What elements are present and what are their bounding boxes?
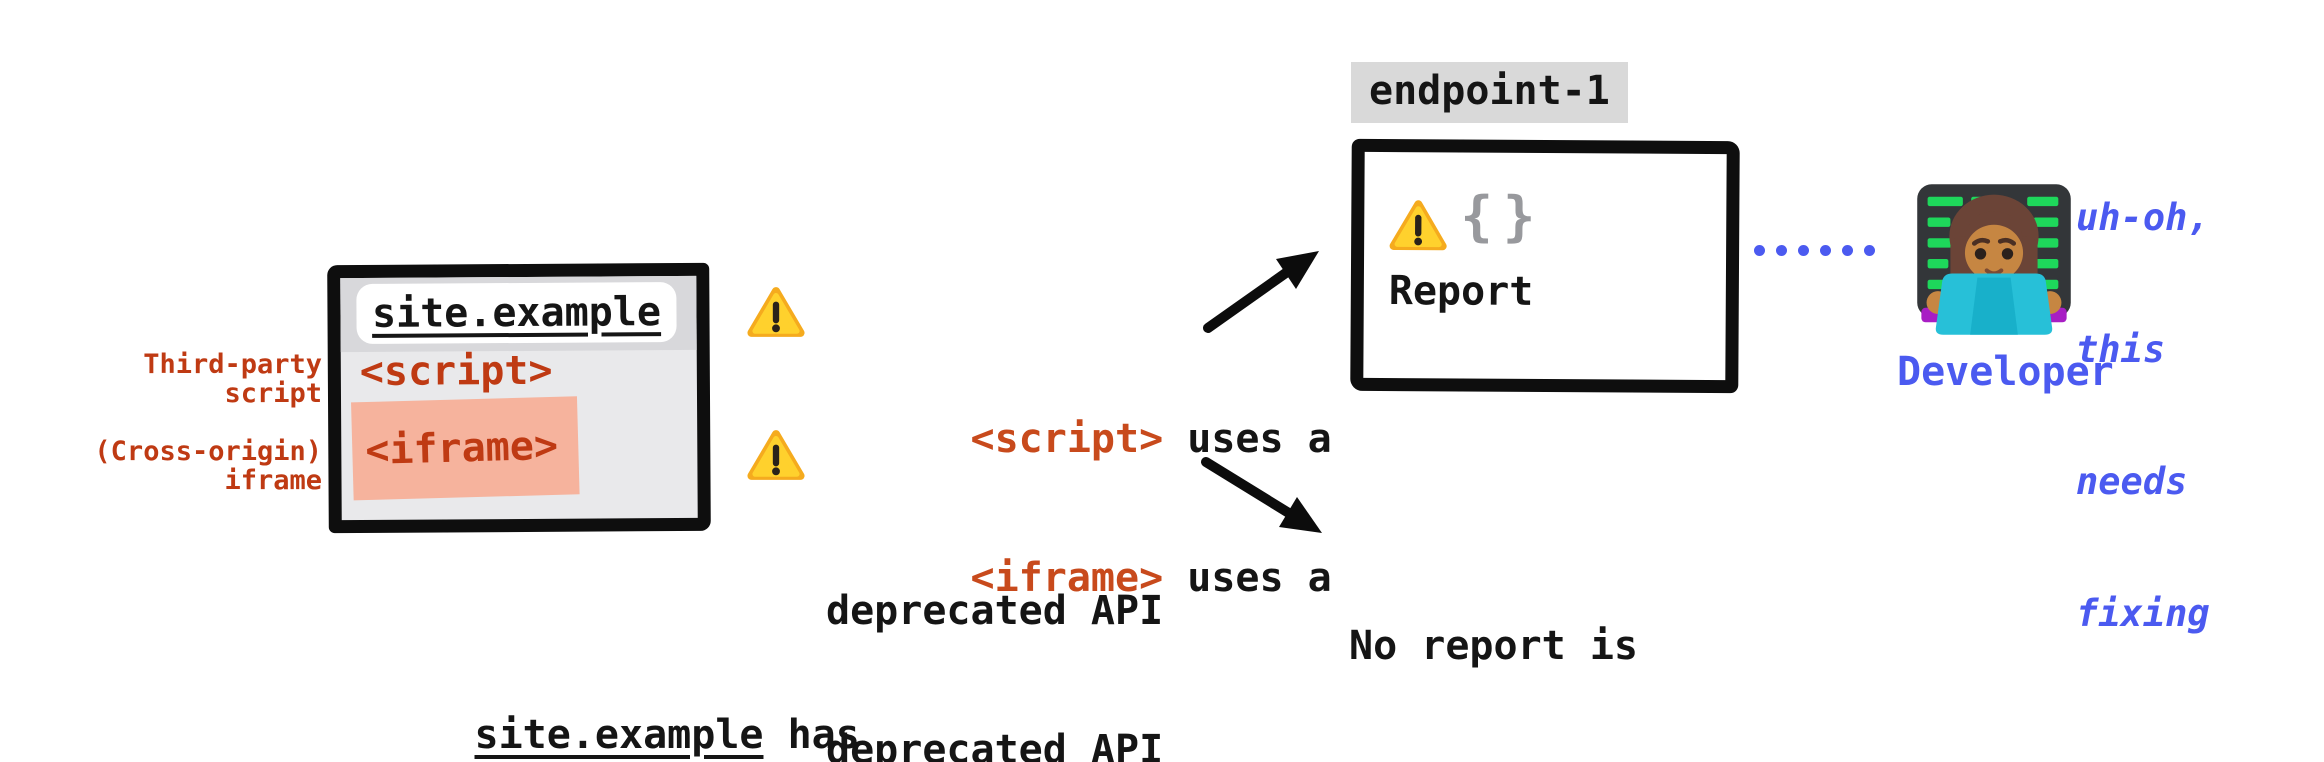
iframe-tag-text: <iframe> (364, 422, 559, 475)
warning-icon (747, 428, 805, 482)
script-warning-code: <script> (970, 416, 1164, 462)
browser-window: site.example <script> <iframe> (327, 262, 711, 534)
dotted-connector (1754, 245, 1875, 256)
iframe-warning-code: <iframe> (970, 555, 1164, 601)
developer-label: Developer (1897, 349, 2114, 395)
address-bar-url: site.example (371, 289, 662, 337)
address-bar: site.example (356, 282, 677, 344)
script-tag-text: <script> (359, 347, 553, 395)
iframe-warning-text: <iframe> uses a deprecated API (826, 555, 1332, 762)
third-party-script-label: Third-party script (143, 349, 322, 409)
script-warning-text: <script> uses a deprecated API (826, 416, 1332, 634)
endpoint-box: {} Report (1350, 138, 1740, 394)
endpoint-1-label-chip: endpoint-1 (1351, 62, 1628, 123)
no-report-text: No report is generated or sent. (1349, 623, 1638, 669)
warning-icon (1389, 198, 1447, 252)
caption-site-link: site.example (474, 712, 764, 758)
iframe-highlight-box: <iframe> (351, 396, 580, 501)
caption: site.example has Reporting-Endpoints set… (330, 543, 1028, 762)
woman-technologist-emoji (1908, 176, 2080, 342)
developer-thought-text: uh-oh, this needs fixing (2076, 196, 2210, 635)
warning-icon (747, 285, 805, 339)
cross-origin-iframe-label: (Cross-origin) iframe (94, 436, 322, 496)
report-label: Report (1388, 268, 1534, 315)
caption-line-1: site.example has (474, 712, 860, 758)
json-braces-icon: {} (1460, 184, 1546, 249)
